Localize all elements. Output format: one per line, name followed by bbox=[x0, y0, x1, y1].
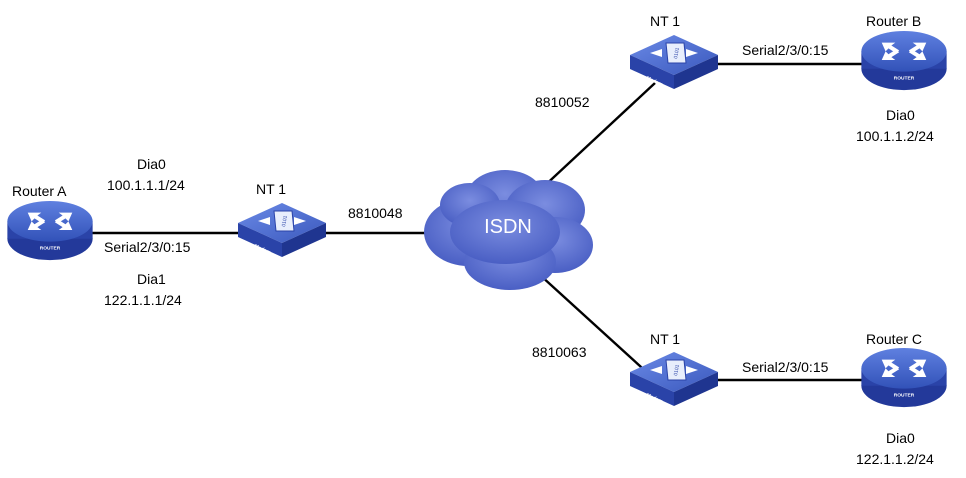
nt-left[interactable]: NT 1 bbox=[237, 181, 327, 258]
router-c-name: Router C bbox=[866, 331, 922, 347]
router-b-iface: Dia0 bbox=[886, 107, 915, 123]
router-b[interactable]: Router B bbox=[861, 13, 947, 91]
router-c-icon bbox=[861, 347, 947, 408]
isdn-label: ISDN bbox=[484, 216, 532, 238]
nt-top-name: NT 1 bbox=[650, 13, 680, 29]
nt-bottom-number: 8810063 bbox=[532, 344, 587, 360]
router-a-iface-top: Dia0 bbox=[137, 156, 166, 172]
nt-top[interactable]: NT 1 bbox=[629, 13, 719, 90]
isdn-cloud: ISDN bbox=[424, 170, 593, 290]
link-isdn-to-nt-bottom bbox=[539, 274, 653, 378]
router-a-ip-bottom: 122.1.1.1/24 bbox=[104, 292, 182, 308]
router-a-name: Router A bbox=[12, 183, 67, 199]
router-b-name: Router B bbox=[866, 13, 921, 29]
link-isdn-to-nt-top bbox=[539, 82, 656, 191]
nt-left-modem-icon bbox=[237, 202, 327, 258]
router-c[interactable]: Router C bbox=[861, 331, 947, 408]
router-c-serial: Serial2/3/0:15 bbox=[742, 359, 829, 375]
nt-bottom[interactable]: NT 1 bbox=[629, 331, 719, 407]
nt-top-number: 8810052 bbox=[535, 94, 590, 110]
nt-top-modem-icon bbox=[629, 34, 719, 90]
nt-left-number: 8810048 bbox=[348, 205, 403, 221]
router-b-serial: Serial2/3/0:15 bbox=[742, 42, 829, 58]
nt-left-name: NT 1 bbox=[256, 181, 286, 197]
nt-bottom-name: NT 1 bbox=[650, 331, 680, 347]
router-c-iface: Dia0 bbox=[886, 430, 915, 446]
links bbox=[92, 62, 865, 382]
router-a-ip-top: 100.1.1.1/24 bbox=[107, 177, 185, 193]
router-a-iface-bottom: Dia1 bbox=[137, 271, 166, 287]
router-a-serial: Serial2/3/0:15 bbox=[104, 239, 191, 255]
nt-bottom-modem-icon bbox=[629, 351, 719, 407]
router-b-ip: 100.1.1.2/24 bbox=[856, 128, 934, 144]
router-a-icon bbox=[7, 200, 93, 261]
router-b-icon bbox=[861, 30, 947, 91]
router-a[interactable]: Router A bbox=[7, 183, 93, 261]
router-c-ip: 122.1.1.2/24 bbox=[856, 451, 934, 467]
